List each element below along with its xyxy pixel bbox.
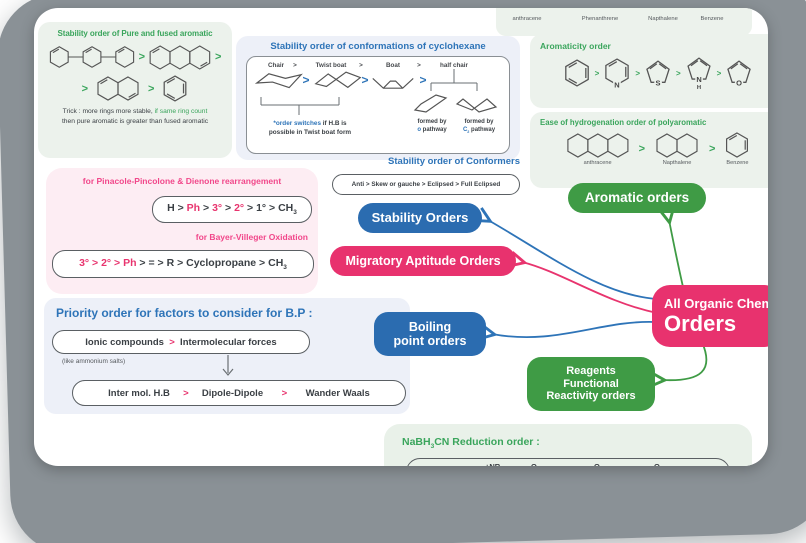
panel-hydrogenation-order: Ease of hydrogenation order of polyaroma… (530, 112, 768, 188)
partial-structure-label: O (594, 462, 600, 466)
half-chair-o-structure (413, 94, 448, 113)
structure-label: Napthalene (662, 159, 692, 166)
bayer-title: for Bayer-Villeger Oxidation (195, 232, 308, 242)
greater-than: > (138, 51, 145, 63)
svg-text:N: N (615, 80, 620, 89)
benzene-structure (164, 75, 187, 102)
greater-than: > (81, 82, 88, 95)
naphthalene-column: Napthalene (654, 132, 700, 166)
greater-than: > (638, 143, 645, 155)
furan-structure: O (727, 59, 752, 88)
panel-nabh3cn-reduction: NaBH3CN Reduction order : +NR O O O (384, 424, 752, 466)
bayer-order-box: 3° > 2° > Ph > = > R > Cyclopropane > CH… (52, 250, 314, 278)
curve-to-reagents (662, 341, 708, 380)
thiophene-structure: S (646, 59, 670, 88)
conformers-order-title: Stability order of Conformers (388, 156, 520, 167)
anthracene-structure (566, 132, 629, 158)
panel-title: Aromaticity order (540, 41, 611, 51)
svg-text:S: S (655, 78, 660, 87)
greater-than: > (635, 68, 640, 78)
conformation-box: Chair > Twist boat > Boat > half chair >… (246, 56, 510, 154)
node-all-organic-chem-orders: All Organic Chem Orders (652, 285, 768, 347)
svg-text:O: O (736, 78, 742, 87)
down-arrow (222, 355, 234, 376)
pinacol-order-box: H > Ph > 3° > 2° > 1° > CH3 (152, 196, 312, 223)
structure-label: Napthalene (648, 16, 678, 22)
ammonium-note: (like ammonium salts) (62, 358, 126, 365)
order-switch-note: *order switches if H.B is possible in Tw… (268, 120, 352, 137)
conformer-label: Boat (386, 62, 400, 69)
greater-than: > (215, 51, 222, 63)
greater-than: > (709, 143, 716, 155)
greater-than: > (676, 68, 681, 78)
pyrrole-structure: N H (686, 57, 711, 90)
panel-top-cutoff: anthracene Phenanthrene Napthalene Benze… (496, 8, 752, 36)
bp-order-box-1: Ionic compounds > Intermolecular forces (52, 330, 310, 354)
chair-conformer-structure (255, 73, 303, 89)
panel-title: Priority order for factors to consider f… (56, 306, 313, 320)
trick-note: Trick : more rings more stable, if same … (61, 108, 209, 126)
naphthalene-structure (97, 76, 139, 101)
bp-order-box-2: Inter mol. H.B > Dipole-Dipole > Wander … (72, 380, 406, 406)
greater-than: > (359, 62, 363, 69)
panel-title: Ease of hydrogenation order of polyaroma… (540, 118, 707, 127)
panel-bp-priority: Priority order for factors to consider f… (44, 298, 410, 414)
curve-to-boiling (492, 321, 656, 337)
structure-label: anthracene (512, 16, 542, 22)
curve-to-stability (488, 220, 658, 300)
twist-boat-conformer-structure (314, 71, 362, 89)
greater-than: > (419, 73, 427, 87)
greater-than: > (716, 68, 722, 78)
node-aromatic-orders: Aromatic orders (568, 183, 706, 213)
partial-structure-label: O (531, 462, 537, 466)
svg-text:H: H (697, 85, 701, 90)
node-boiling-point-orders: Boiling point orders (374, 312, 486, 356)
anthracene-column: anthracene (566, 132, 630, 166)
greater-than: > (302, 73, 310, 87)
anthracene-structure (149, 44, 211, 70)
greater-than: > (361, 73, 369, 87)
node-stability-orders: Stability Orders (358, 203, 482, 233)
greater-than: > (293, 62, 297, 69)
panel-pure-fused-aromatic: Stability order of Pure and fused aromat… (38, 22, 232, 158)
conformers-order-box: Anti > Skew or gauche > Eclipsed > Full … (332, 174, 520, 195)
panel-aromaticity-order: Aromaticity order > N > (530, 34, 768, 108)
conformer-label: Twist boat (315, 62, 347, 69)
pyridine-structure: N (605, 57, 630, 89)
node-reagents-reactivity-orders: Reagents Functional Reactivity orders (527, 357, 655, 411)
benzene-column: Benzene (724, 132, 750, 166)
structure-label: Phenanthrene (581, 16, 619, 22)
mindmap-connectors (34, 8, 708, 466)
panel-migratory-aptitude: for Pinacole-Pincolone & Dienone rearran… (46, 168, 318, 294)
terphenyl-structure (49, 46, 134, 68)
conformer-label: Chair (267, 62, 285, 69)
formed-by-c2-label: formed by C2 pathway (462, 119, 496, 135)
structure-label: anthracene (583, 159, 612, 166)
boat-conformer-structure (372, 78, 414, 89)
panel-title: NaBH3CN Reduction order : (402, 436, 540, 451)
benzene-structure (564, 59, 589, 87)
conformer-label: half chair (440, 62, 468, 69)
benzene-structure (726, 132, 749, 158)
connector-lines (260, 69, 478, 115)
structure-label: Benzene (700, 16, 724, 22)
naphthalene-structure (656, 132, 698, 158)
node-migratory-aptitude-orders: Migratory Aptitude Orders (330, 246, 516, 276)
svg-text:N: N (696, 75, 701, 84)
notes-card: anthracene Phenanthrene Napthalene Benze… (34, 8, 768, 466)
greater-than: > (148, 82, 155, 95)
panel-title: Stability order of Pure and fused aromat… (57, 29, 213, 38)
curve-to-migratory (522, 262, 658, 314)
greater-than: > (417, 62, 421, 69)
panel-title: Stability order of conformations of cycl… (270, 41, 486, 52)
partial-structure-label: O (654, 462, 660, 466)
formed-by-o-label: formed by o pathway (417, 119, 447, 134)
greater-than: > (594, 68, 600, 78)
partial-structure-label: +NR (485, 462, 500, 466)
half-chair-c2-structure (455, 98, 498, 113)
structure-label: Benzene (726, 160, 749, 166)
panel-cyclohexane-conformations: Stability order of conformations of cycl… (236, 36, 520, 160)
pinacol-title: for Pinacole-Pincolone & Dienone rearran… (82, 176, 282, 186)
